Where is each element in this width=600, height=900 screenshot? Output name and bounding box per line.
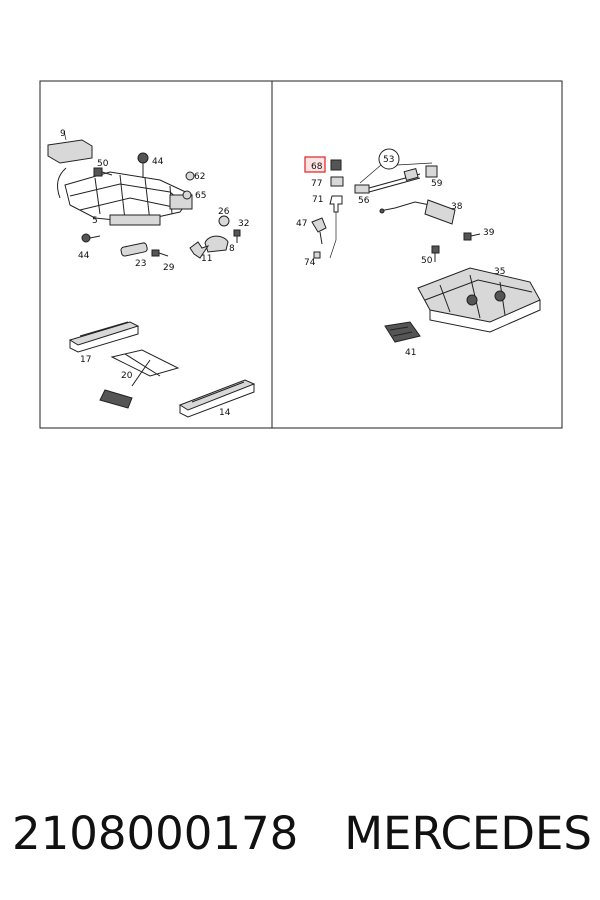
highlight-box-68 xyxy=(304,156,326,173)
part-bracket-71 xyxy=(329,195,343,213)
part-68 xyxy=(330,159,342,171)
part-washer-65 xyxy=(182,190,192,200)
label-41: 41 xyxy=(405,348,416,358)
part-26 xyxy=(218,215,230,227)
label-50: 50 xyxy=(97,159,109,169)
label-39: 39 xyxy=(483,228,495,238)
part-32 xyxy=(233,229,241,243)
label-35: 35 xyxy=(494,267,505,277)
part-seat-frame xyxy=(57,167,193,226)
label-47: 47 xyxy=(296,219,307,229)
part-74 xyxy=(313,251,321,259)
part-bolt-44-top xyxy=(137,152,149,178)
label-77: 77 xyxy=(311,179,322,189)
part-77 xyxy=(330,176,344,187)
right-panel: 68 77 53 59 71 56 38 47 39 74 50 35 41 xyxy=(296,148,541,358)
label-44-bottom: 44 xyxy=(78,251,90,261)
label-20: 20 xyxy=(121,371,133,381)
part-59 xyxy=(425,165,438,178)
label-65: 65 xyxy=(195,191,206,201)
label-17: 17 xyxy=(80,355,91,365)
part-screw-29 xyxy=(151,249,169,257)
callout-53 xyxy=(378,148,400,170)
part-nut-62 xyxy=(185,171,195,181)
label-38: 38 xyxy=(451,202,463,212)
label-5: 5 xyxy=(92,216,98,226)
label-53: 53 xyxy=(383,155,394,165)
part-crossbar-20 xyxy=(99,349,180,409)
label-71: 71 xyxy=(312,195,323,205)
part-cable-56 xyxy=(354,167,421,194)
part-bolt-44-bottom xyxy=(81,233,101,243)
label-11: 11 xyxy=(201,254,212,264)
label-68: 68 xyxy=(311,162,323,172)
label-26: 26 xyxy=(218,207,230,217)
label-32: 32 xyxy=(238,219,249,229)
label-62: 62 xyxy=(194,172,205,182)
caption: 2108000178 MERCEDES xyxy=(12,798,592,868)
label-9: 9 xyxy=(60,129,66,139)
part-cover-23 xyxy=(120,242,148,257)
label-59: 59 xyxy=(431,179,443,189)
part-cap-8 xyxy=(204,235,229,253)
part-armrest-pad xyxy=(47,139,93,164)
part-41 xyxy=(384,321,421,343)
part-motor-38 xyxy=(379,199,456,225)
part-number: 2108000178 xyxy=(12,806,299,860)
label-14: 14 xyxy=(219,408,231,418)
part-rail-14 xyxy=(178,379,256,418)
label-74: 74 xyxy=(304,258,316,268)
diagram-frame xyxy=(39,80,563,429)
label-8: 8 xyxy=(229,244,235,254)
part-47 xyxy=(311,217,327,245)
label-56: 56 xyxy=(358,196,370,206)
part-knob-11 xyxy=(189,241,210,259)
part-bolt-50-right xyxy=(431,245,440,262)
part-bolt-50 xyxy=(93,167,113,177)
left-panel: 9 50 44 62 65 5 26 32 8 44 23 29 11 17 2… xyxy=(47,129,256,418)
brand-name: MERCEDES xyxy=(344,806,592,860)
part-rail-17 xyxy=(68,321,140,353)
label-29: 29 xyxy=(163,263,175,273)
label-50-right: 50 xyxy=(421,256,433,266)
label-23: 23 xyxy=(135,259,146,269)
label-44-top: 44 xyxy=(152,157,164,167)
part-adjuster-frame-35 xyxy=(417,267,541,333)
part-bolt-39 xyxy=(463,232,481,241)
